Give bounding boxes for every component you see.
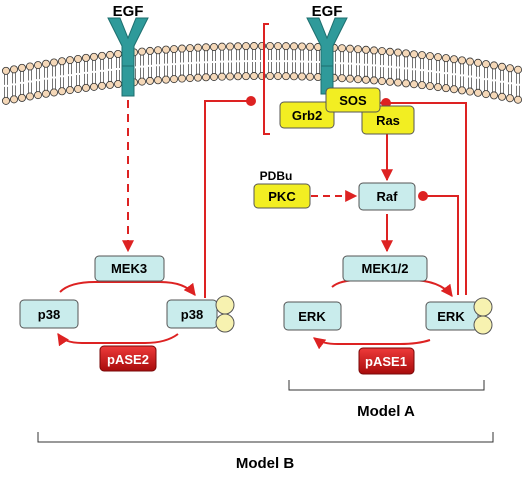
node-pase1: pASE1	[358, 347, 415, 375]
pase1-label: pASE1	[365, 354, 407, 369]
pase2-label: pASE2	[107, 352, 149, 367]
egf-receptor-left	[107, 17, 149, 97]
node-p38-phosphorylated: p38	[166, 295, 235, 333]
phosphate-icon	[473, 297, 493, 317]
lipid-bilayer-outer	[2, 42, 523, 85]
raf-label: Raf	[377, 189, 399, 204]
lipid-bilayer-inner	[2, 62, 523, 105]
node-erk-phosphorylated: ERK	[425, 297, 493, 335]
egf-label-left: EGF	[113, 3, 144, 20]
phosphate-icon	[215, 313, 235, 333]
sos-label: SOS	[339, 93, 367, 108]
node-raf: Raf	[358, 182, 416, 211]
node-pase2: pASE2	[99, 345, 157, 372]
node-grb2: Grb2	[279, 101, 335, 129]
ras-label: Ras	[376, 113, 400, 128]
egf-label-right: EGF	[312, 3, 343, 20]
node-erk-unphosphorylated: ERK	[283, 301, 342, 331]
pdbu-label: PDBu	[260, 169, 293, 183]
p38-right-label: p38	[181, 307, 203, 322]
mek12-label: MEK1/2	[362, 261, 409, 276]
node-p38-unphosphorylated: p38	[19, 299, 79, 329]
node-ras: Ras	[361, 105, 415, 135]
p38-phosphorylation-arrow	[59, 281, 196, 296]
node-mek3: MEK3	[94, 255, 165, 282]
model-b-bracket	[37, 432, 494, 443]
erk-feedback-to-raf	[418, 191, 459, 295]
egf-receptor-right	[306, 17, 348, 95]
cell-membrane	[2, 42, 523, 105]
phosphate-icon	[473, 315, 493, 335]
erk-left-label: ERK	[298, 309, 326, 324]
mek3-label: MEK3	[111, 261, 147, 276]
receptor-complex-bracket	[263, 23, 270, 135]
model-b-label: Model B	[236, 455, 294, 472]
erk-right-label: ERK	[437, 309, 465, 324]
node-mek12: MEK1/2	[342, 255, 428, 282]
node-pkc: PKC	[253, 183, 311, 209]
p38-feedback-to-sos	[204, 96, 256, 298]
erk-dephosphorylation-arrow	[313, 337, 431, 350]
erk-phosphorylation-arrow	[331, 279, 453, 297]
p38-left-label: p38	[38, 307, 60, 322]
pkc-label: PKC	[268, 189, 296, 204]
node-sos: SOS	[325, 87, 381, 113]
model-a-label: Model A	[357, 403, 415, 420]
phosphate-icon	[215, 295, 235, 315]
p38-dephosphorylation-arrow	[57, 333, 179, 347]
model-a-bracket	[288, 380, 485, 391]
grb2-label: Grb2	[292, 108, 322, 123]
